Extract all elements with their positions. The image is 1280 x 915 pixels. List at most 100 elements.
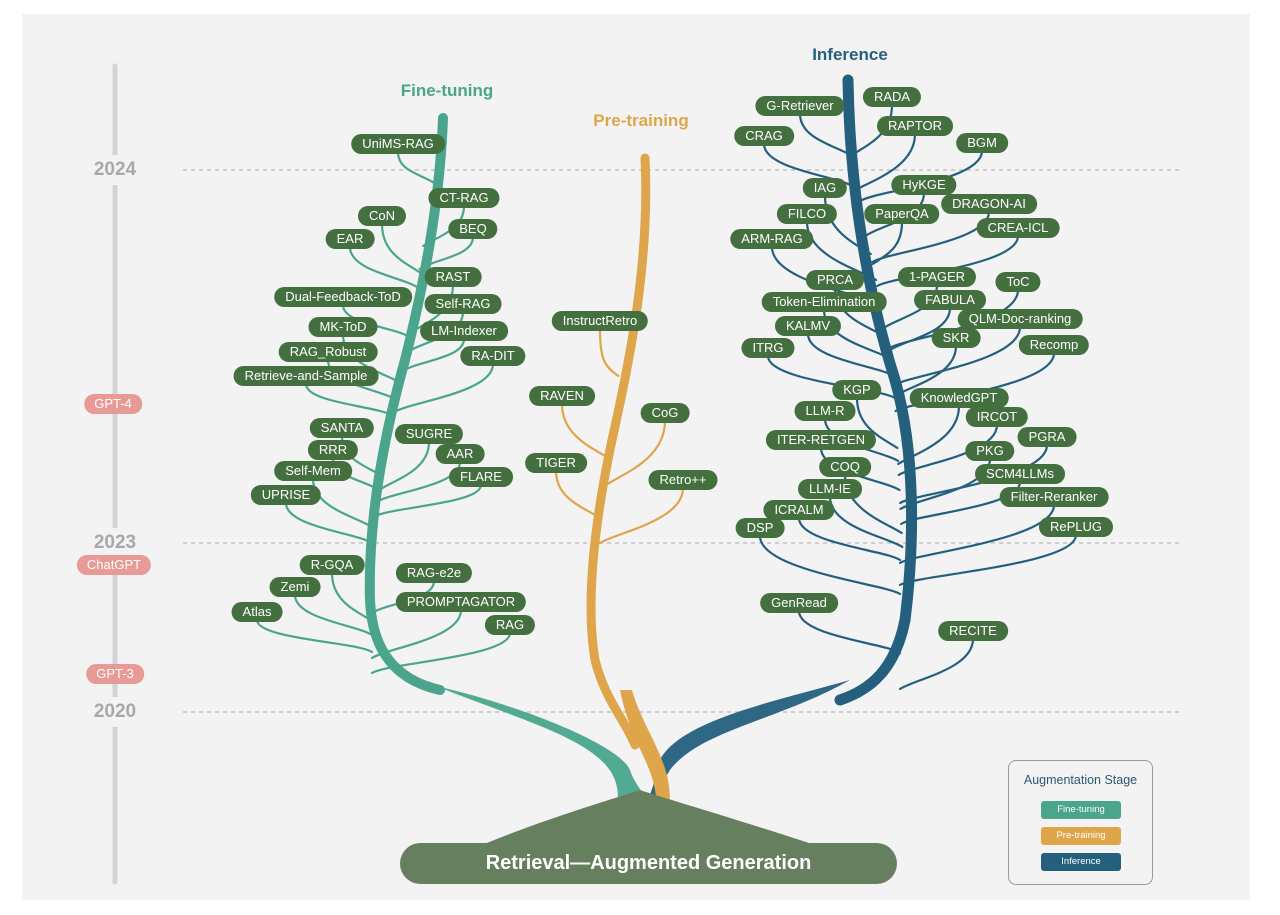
legend-title: Augmentation Stage bbox=[1023, 773, 1138, 787]
method-node-flare: FLARE bbox=[449, 467, 513, 487]
method-node-dragon-ai: DRAGON-AI bbox=[941, 194, 1037, 214]
branch-unims-rag bbox=[396, 150, 438, 186]
branch-r-gqa bbox=[330, 571, 374, 623]
method-node-filco: FILCO bbox=[776, 204, 838, 224]
branch-beq bbox=[418, 235, 475, 271]
method-node-dsp: DSP bbox=[735, 518, 785, 538]
method-node-1-pager: 1-PAGER bbox=[897, 267, 977, 287]
branch-tiger bbox=[554, 469, 602, 520]
method-node-filter-reranker: Filter-Reranker bbox=[999, 487, 1109, 507]
method-node-paperqa: PaperQA bbox=[864, 204, 940, 224]
method-node-toc: ToC bbox=[995, 272, 1041, 292]
branch-pgra bbox=[899, 443, 1049, 505]
method-node-con: CoN bbox=[357, 206, 407, 226]
branch-fabula bbox=[888, 306, 952, 352]
method-node-iter-retgen: ITER-RETGEN bbox=[765, 430, 877, 450]
year-gridlines bbox=[183, 169, 1182, 713]
method-node-sugre: SUGRE bbox=[394, 424, 464, 444]
method-node-replug: RePLUG bbox=[1038, 517, 1114, 537]
method-node-ct-rag: CT-RAG bbox=[428, 188, 500, 208]
branch-retrieve-and-sample bbox=[304, 382, 395, 418]
branch-g-retriever bbox=[798, 112, 854, 158]
method-node-qlm-doc-ranking: QLM-Doc-ranking bbox=[957, 309, 1083, 329]
branch-filter-reranker bbox=[898, 503, 1056, 565]
method-node-retro-: Retro++ bbox=[648, 470, 718, 490]
method-node-crag: CRAG bbox=[734, 126, 794, 146]
method-node-kgp: KGP bbox=[832, 380, 882, 400]
branch-raven bbox=[560, 402, 612, 461]
branch-instructretro bbox=[598, 327, 620, 378]
method-node-uprise: UPRISE bbox=[250, 485, 322, 505]
branch-self-mem bbox=[311, 477, 374, 529]
branch-replug bbox=[898, 533, 1078, 587]
method-node-mk-tod: MK-ToD bbox=[308, 317, 378, 337]
method-node-santa: SANTA bbox=[309, 418, 375, 438]
stage-title-inference: Inference bbox=[812, 45, 888, 64]
method-node-atlas: Atlas bbox=[231, 602, 283, 622]
diagram-background bbox=[22, 14, 1250, 900]
branch-flare bbox=[372, 483, 483, 519]
method-node-rag: RAG bbox=[484, 615, 536, 635]
branch-retro- bbox=[598, 486, 685, 545]
branch-paperqa bbox=[871, 220, 904, 266]
method-node-hykge: HyKGE bbox=[891, 175, 957, 195]
milestone-gpt3: GPT-3 bbox=[86, 664, 144, 684]
year-label-2023: 2023 bbox=[93, 528, 137, 558]
trunk-pre-training bbox=[586, 153, 651, 750]
method-node-rrr: RRR bbox=[307, 440, 359, 460]
method-node-token-elimination: Token-Elimination bbox=[761, 292, 887, 312]
branch-raptor bbox=[850, 132, 917, 194]
method-node-knowledgpt: KnowledGPT bbox=[909, 388, 1009, 408]
method-node-beq: BEQ bbox=[448, 219, 498, 239]
method-node-llm-ie: LLM-IE bbox=[798, 479, 862, 499]
method-node-bgm: BGM bbox=[956, 133, 1008, 153]
tree-roots bbox=[436, 680, 850, 850]
branch-sugre bbox=[377, 440, 431, 492]
method-node-ra-dit: RA-DIT bbox=[460, 346, 526, 366]
branch-kalmv bbox=[806, 332, 895, 378]
method-node-pkg: PKG bbox=[965, 441, 1015, 461]
branch-rag bbox=[370, 631, 512, 675]
method-node-instructretro: InstructRetro bbox=[551, 311, 649, 331]
method-node-skr: SKR bbox=[931, 328, 981, 348]
method-node-zemi: Zemi bbox=[269, 577, 321, 597]
method-node-g-retriever: G-Retriever bbox=[755, 96, 845, 116]
method-node-pgra: PGRA bbox=[1017, 427, 1077, 447]
branch-llm-ie bbox=[828, 495, 904, 549]
branch-skr bbox=[893, 344, 958, 398]
method-node-aar: AAR bbox=[435, 444, 485, 464]
method-node-itrg: ITRG bbox=[741, 338, 795, 358]
milestone-chatgpt: ChatGPT bbox=[76, 555, 152, 575]
trunk-inference bbox=[834, 74, 918, 706]
year-label-2024: 2024 bbox=[93, 155, 137, 185]
stage-title-fine-tuning: Fine-tuning bbox=[400, 81, 494, 100]
method-node-coq: COQ bbox=[819, 457, 871, 477]
method-node-ear: EAR bbox=[325, 229, 375, 249]
branch-promptagator bbox=[370, 608, 463, 660]
method-node-rag-e2e: RAG-e2e bbox=[395, 563, 473, 583]
method-node-iag: IAG bbox=[802, 178, 848, 198]
branch-ear bbox=[348, 245, 419, 289]
method-node-raptor: RAPTOR bbox=[877, 116, 953, 136]
method-node-icralm: ICRALM bbox=[763, 500, 835, 520]
branch-itrg bbox=[766, 354, 896, 400]
legend: Augmentation Stage Fine-tuning Pre-train… bbox=[1008, 760, 1153, 885]
branch-qlm-doc-ranking bbox=[893, 325, 1022, 387]
method-node-cog: CoG bbox=[640, 403, 690, 423]
method-node-self-mem: Self-Mem bbox=[274, 461, 352, 481]
method-node-rada: RADA bbox=[862, 87, 922, 107]
branch-icralm bbox=[797, 516, 902, 562]
method-node-prca: PRCA bbox=[805, 270, 865, 290]
method-node-arm-rag: ARM-RAG bbox=[730, 229, 814, 249]
root-base bbox=[470, 790, 830, 850]
branch-aar bbox=[375, 460, 462, 504]
branch-uprise bbox=[284, 501, 374, 545]
method-node-rast: RAST bbox=[424, 267, 482, 287]
branch-ircot bbox=[897, 423, 999, 477]
tree-trunks bbox=[364, 74, 918, 750]
year-label-2020: 2020 bbox=[93, 697, 137, 727]
legend-item-inference: Inference bbox=[1041, 853, 1121, 871]
method-node-genread: GenRead bbox=[760, 593, 838, 613]
method-node-dual-feedback-tod: Dual-Feedback-ToD bbox=[274, 287, 412, 307]
